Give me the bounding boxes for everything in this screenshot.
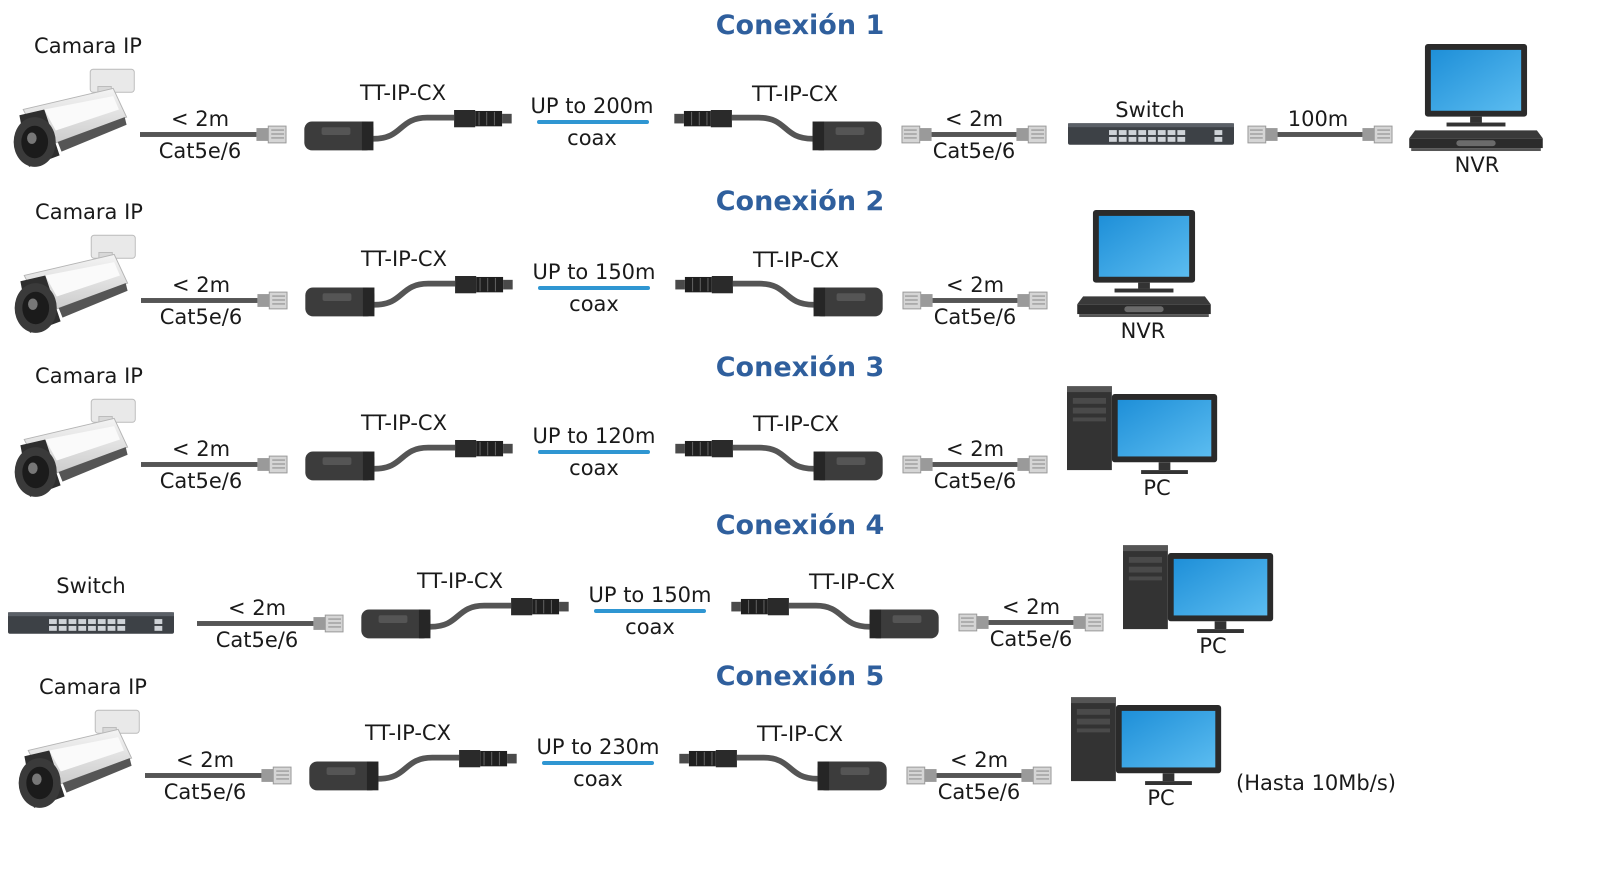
coax-line xyxy=(542,761,654,765)
balun-right-label: TT-IP-CX xyxy=(809,570,895,594)
cable-length-label: < 2m xyxy=(170,107,230,131)
cable-type-label: Cat5e/6 xyxy=(933,469,1017,493)
connection-5: Conexión 5 Camara IP < 2m Cat5e/6 TT-IP-… xyxy=(0,651,1600,831)
balun-right-label: TT-IP-CX xyxy=(752,82,838,106)
balun-left-label: TT-IP-CX xyxy=(361,247,447,271)
cable-type-label: Cat5e/6 xyxy=(159,305,243,329)
switch-label: Switch xyxy=(1115,98,1185,122)
source-label: Camara IP xyxy=(35,200,143,224)
network-switch-icon xyxy=(8,610,174,636)
coax-label: coax xyxy=(569,456,619,480)
connection-4: Conexión 4 Switch < 2m Cat5e/6 TT-IP-CX … xyxy=(0,500,1600,670)
balun-left-label: TT-IP-CX xyxy=(417,569,503,593)
desktop-pc-icon xyxy=(1071,697,1227,795)
ip-camera-icon xyxy=(7,396,141,504)
connection-title: Conexión 5 xyxy=(715,661,885,692)
connection-1: Conexión 1 Camara IP < 2m Cat5e/6 TT-IP-… xyxy=(0,0,1600,185)
balun-left-label: TT-IP-CX xyxy=(365,721,451,745)
dest-label: NVR xyxy=(1454,153,1500,177)
network-switch-icon xyxy=(1068,121,1234,147)
connection-2: Conexión 2 Camara IP < 2m Cat5e/6 TT-IP-… xyxy=(0,176,1600,346)
tt-ip-cx-balun-icon xyxy=(672,110,884,158)
coax-range-label: UP to 230m xyxy=(536,735,660,759)
cable-length-label: < 2m xyxy=(944,107,1004,131)
cable-type-label: Cat5e/6 xyxy=(937,780,1021,804)
tt-ip-cx-balun-icon xyxy=(673,440,885,488)
cable-length-label: < 2m xyxy=(945,273,1005,297)
dest-label: NVR xyxy=(1120,319,1166,343)
balun-right-label: TT-IP-CX xyxy=(757,722,843,746)
connection-title: Conexión 1 xyxy=(715,10,885,41)
ethernet-cable-icon xyxy=(1246,124,1394,144)
tt-ip-cx-balun-icon xyxy=(302,110,514,158)
balun-left-label: TT-IP-CX xyxy=(361,411,447,435)
coax-line xyxy=(537,120,649,124)
tt-ip-cx-balun-icon xyxy=(677,750,889,798)
coax-line xyxy=(594,609,706,613)
cable-length-label: < 2m xyxy=(945,437,1005,461)
connection-title: Conexión 3 xyxy=(715,352,885,383)
connection-3: Conexión 3 Camara IP < 2m Cat5e/6 TT-IP-… xyxy=(0,342,1600,502)
tt-ip-cx-balun-icon xyxy=(307,750,519,798)
source-label: Camara IP xyxy=(39,675,147,699)
cable-type-label: Cat5e/6 xyxy=(933,305,1017,329)
coax-label: coax xyxy=(569,292,619,316)
source-label: Camara IP xyxy=(34,34,142,58)
tt-ip-cx-balun-icon xyxy=(673,276,885,324)
coax-label: coax xyxy=(625,615,675,639)
cable-type-label: Cat5e/6 xyxy=(932,139,1016,163)
link-length-label: 100m xyxy=(1287,107,1349,131)
coax-range-label: UP to 120m xyxy=(532,424,656,448)
cable-length-label: < 2m xyxy=(227,596,287,620)
cable-length-label: < 2m xyxy=(1001,595,1061,619)
balun-right-label: TT-IP-CX xyxy=(753,248,839,272)
balun-right-label: TT-IP-CX xyxy=(753,412,839,436)
dest-label: PC xyxy=(1143,476,1171,500)
cable-type-label: Cat5e/6 xyxy=(163,780,247,804)
connection-title: Conexión 2 xyxy=(715,186,885,217)
tt-ip-cx-balun-icon xyxy=(303,276,515,324)
source-label: Switch xyxy=(56,574,126,598)
tt-ip-cx-balun-icon xyxy=(359,598,571,646)
cable-length-label: < 2m xyxy=(171,273,231,297)
cable-length-label: < 2m xyxy=(171,437,231,461)
coax-range-label: UP to 200m xyxy=(530,94,654,118)
cable-length-label: < 2m xyxy=(175,748,235,772)
tt-ip-cx-balun-icon xyxy=(729,598,941,646)
cable-length-label: < 2m xyxy=(949,748,1009,772)
bandwidth-note: (Hasta 10Mb/s) xyxy=(1236,771,1396,795)
ip-camera-icon xyxy=(6,66,140,174)
desktop-pc-icon xyxy=(1067,386,1223,484)
cable-type-label: Cat5e/6 xyxy=(158,139,242,163)
coax-line xyxy=(538,450,650,454)
cable-type-label: Cat5e/6 xyxy=(215,628,299,652)
cable-type-label: Cat5e/6 xyxy=(159,469,243,493)
source-label: Camara IP xyxy=(35,364,143,388)
coax-line xyxy=(538,286,650,290)
dest-label: PC xyxy=(1199,634,1227,658)
cable-type-label: Cat5e/6 xyxy=(989,627,1073,651)
ip-camera-icon xyxy=(7,232,141,340)
coax-label: coax xyxy=(567,126,617,150)
coax-range-label: UP to 150m xyxy=(588,583,712,607)
desktop-pc-icon xyxy=(1123,545,1279,643)
ip-camera-icon xyxy=(11,707,145,815)
coax-label: coax xyxy=(573,767,623,791)
tt-ip-cx-balun-icon xyxy=(303,440,515,488)
coax-range-label: UP to 150m xyxy=(532,260,656,284)
nvr-recorder-icon xyxy=(1406,44,1546,152)
dest-label: PC xyxy=(1147,786,1175,810)
connection-title: Conexión 4 xyxy=(715,510,885,541)
nvr-recorder-icon xyxy=(1074,210,1214,318)
balun-left-label: TT-IP-CX xyxy=(360,81,446,105)
